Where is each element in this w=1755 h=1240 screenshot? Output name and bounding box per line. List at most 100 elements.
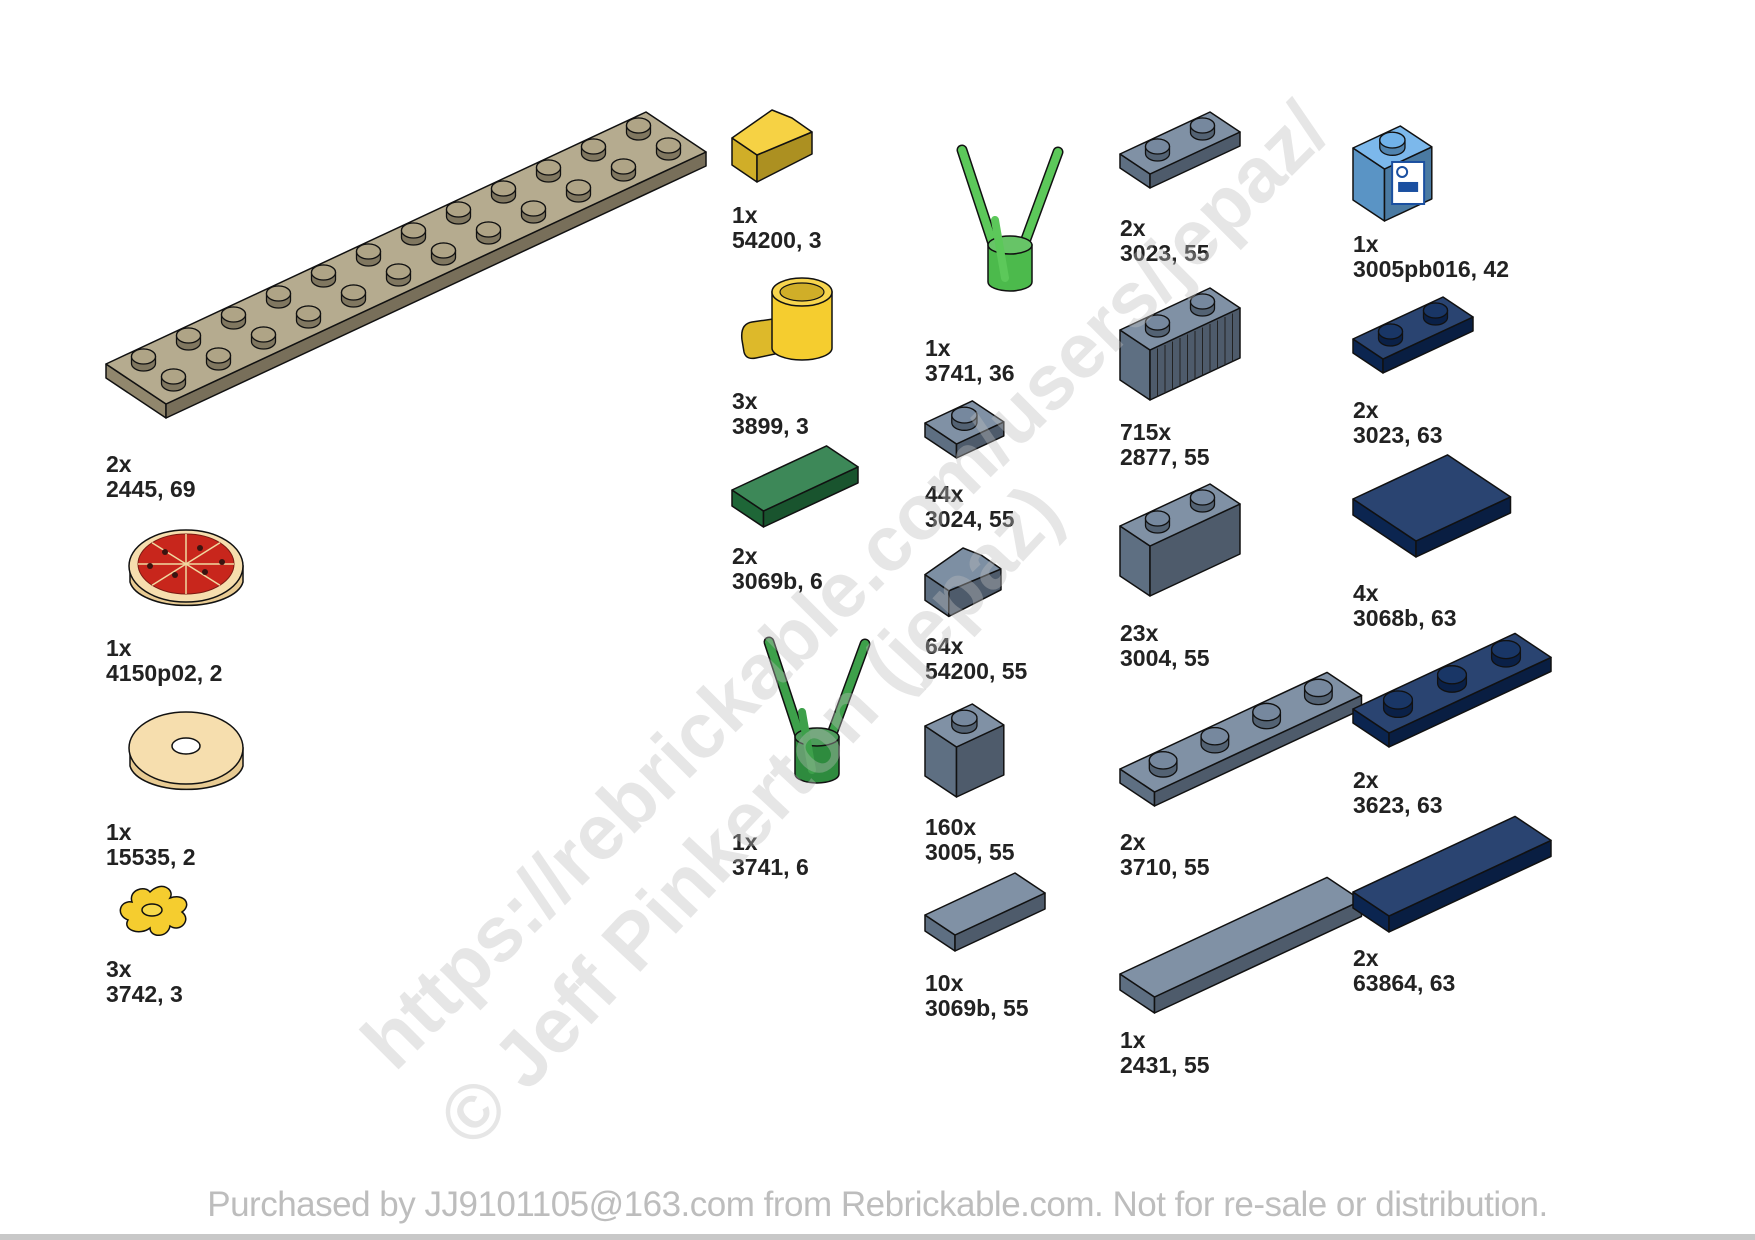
part-quantity: 3x <box>732 388 758 414</box>
stud <box>1200 726 1230 754</box>
part-id-color: 3742, 3 <box>106 981 183 1007</box>
part-id-color: 3024, 55 <box>925 506 1015 532</box>
brick-1x1-3005pb016-printed <box>1352 125 1433 222</box>
part-id-color: 15535, 2 <box>106 844 196 870</box>
part-id-color: 3005, 55 <box>925 839 1015 865</box>
stud <box>565 179 592 203</box>
part-id-color: 3004, 55 <box>1120 645 1210 671</box>
stud <box>220 306 247 330</box>
stud <box>445 201 472 225</box>
stud <box>310 264 337 288</box>
tile-2x2-3068b <box>1352 454 1512 558</box>
stud <box>250 326 277 350</box>
part-quantity: 715x <box>1120 419 1172 445</box>
brick-1x2-3004 <box>1119 483 1241 597</box>
plate-1x2-3023-sand-blue <box>1119 111 1241 189</box>
round-tile-15535 <box>128 711 244 791</box>
stud <box>1189 117 1216 141</box>
stud <box>130 348 157 372</box>
stud <box>160 368 187 392</box>
part-id-color: 3069b, 55 <box>925 995 1029 1021</box>
stud <box>610 158 637 182</box>
part-id-color: 3023, 55 <box>1120 240 1210 266</box>
stud <box>520 200 547 224</box>
stud <box>1144 138 1171 162</box>
part-id-color: 3623, 63 <box>1353 792 1443 818</box>
flower-3742 <box>119 885 188 936</box>
stud <box>655 137 682 161</box>
part-quantity: 160x <box>925 814 977 840</box>
stud <box>1189 489 1216 513</box>
stud <box>580 138 607 162</box>
grille-brick-1x2-2877 <box>1119 287 1241 401</box>
part-quantity: 2x <box>1120 829 1146 855</box>
stud <box>1490 639 1522 668</box>
part-quantity: 2x <box>1353 767 1379 793</box>
tile-1x2-3069b-sand-blue <box>924 872 1046 952</box>
stud <box>265 285 292 309</box>
stud <box>430 242 457 266</box>
part-quantity: 4x <box>1353 580 1379 606</box>
plate-1x4-3710 <box>1119 671 1363 807</box>
stud <box>385 263 412 287</box>
part-id-color: 3023, 63 <box>1353 422 1443 448</box>
slope-54200-yellow <box>731 109 813 183</box>
part-id-color: 3069b, 6 <box>732 568 823 594</box>
tile-1x4-2431 <box>1119 876 1363 1014</box>
part-quantity: 1x <box>106 819 132 845</box>
stud <box>1382 690 1414 719</box>
stud <box>490 180 517 204</box>
stud <box>1303 678 1333 706</box>
stud <box>951 709 978 734</box>
bottom-divider <box>0 1234 1755 1240</box>
stud <box>1252 702 1282 730</box>
part-id-color: 63864, 63 <box>1353 970 1456 996</box>
part-id-color: 54200, 55 <box>925 658 1028 684</box>
part-id-color: 54200, 3 <box>732 227 822 253</box>
plant-3741-bright-green <box>956 144 1064 292</box>
stud <box>1422 302 1449 326</box>
tile-1x3-63864 <box>1352 815 1552 933</box>
part-quantity: 64x <box>925 633 964 659</box>
stud <box>475 221 502 245</box>
part-quantity: 1x <box>732 202 758 228</box>
stud <box>1144 314 1171 338</box>
stud <box>400 222 427 246</box>
part-id-color: 3741, 36 <box>925 360 1015 386</box>
plate-1x2-3023-dark-blue <box>1352 296 1474 374</box>
part-quantity: 1x <box>1353 231 1379 257</box>
stud <box>1189 293 1216 317</box>
part-quantity: 2x <box>1353 397 1379 423</box>
part-id-color: 3741, 6 <box>732 854 809 880</box>
plate-2x12-2445 <box>105 111 707 419</box>
slope-54200-sand-blue <box>924 547 1002 618</box>
stud <box>340 284 367 308</box>
part-id-color: 2431, 55 <box>1120 1052 1210 1078</box>
part-quantity: 1x <box>1120 1027 1146 1053</box>
part-quantity: 1x <box>925 335 951 361</box>
stud <box>951 406 978 431</box>
tile-1x2-3069b-green <box>731 445 859 528</box>
part-quantity: 2x <box>106 451 132 477</box>
part-id-color: 3899, 3 <box>732 413 809 439</box>
pizza-tile-4150p02 <box>128 529 244 607</box>
